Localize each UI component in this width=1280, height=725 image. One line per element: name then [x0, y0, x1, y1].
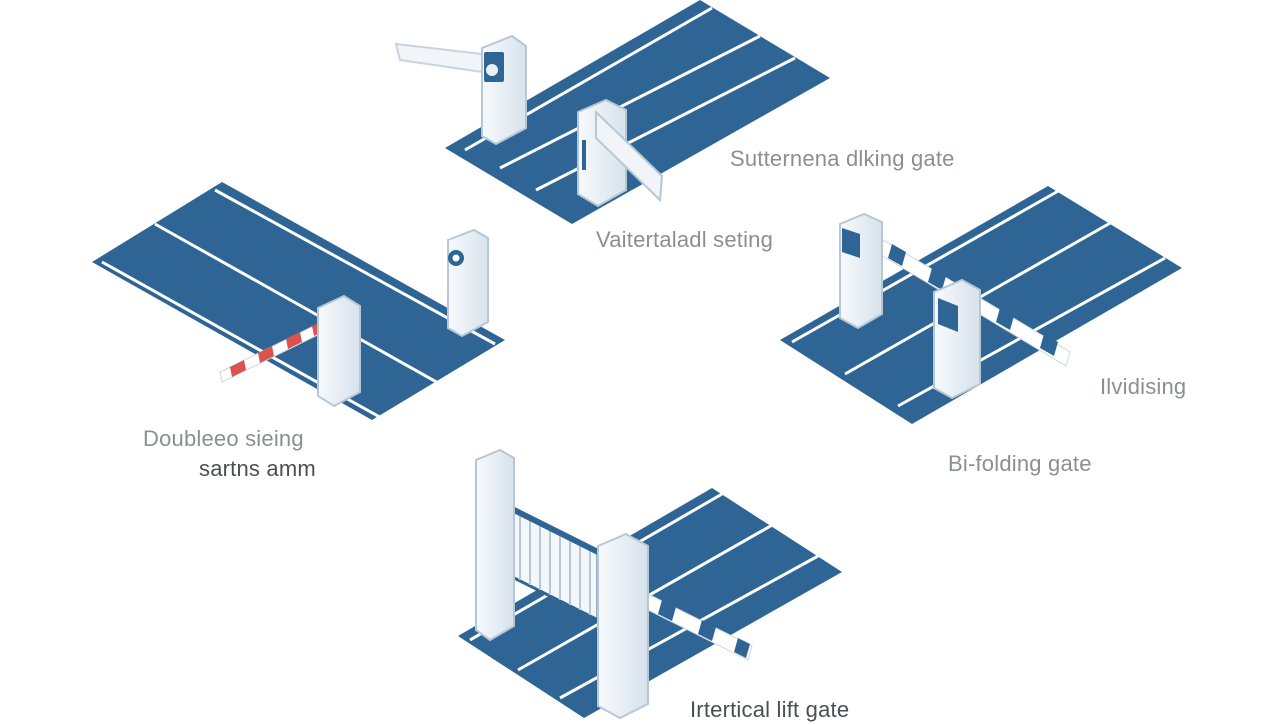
- swing-post-left: [481, 34, 527, 146]
- label-vertical-lift-gate: Irtertical lift gate: [690, 697, 850, 722]
- label-folding-small: Ilvidising: [1100, 374, 1187, 399]
- swing-arm: [394, 42, 483, 74]
- label-sliding-gate: Sutternena dlking gate: [730, 146, 955, 171]
- road-top: [445, 0, 830, 224]
- post-left-back: [447, 228, 489, 338]
- folding-post-front: [933, 278, 981, 400]
- vertical-lift-gate-illustration: [458, 448, 842, 720]
- swing-post-right: [577, 98, 664, 208]
- road-left: [92, 182, 505, 420]
- label-bi-folding-gate: Bi-folding gate: [948, 451, 1092, 476]
- double-swing-arm-illustration: [92, 182, 505, 422]
- lift-post-left: [475, 448, 515, 642]
- label-swing-gate: Vaitertaladl seting: [596, 227, 774, 252]
- lift-post-right: [597, 532, 649, 720]
- bi-folding-gate-illustration: [780, 186, 1182, 424]
- label-double-swing-line1: Doubleeo sieing: [143, 426, 304, 451]
- post-left-front: [317, 294, 361, 408]
- lift-barrier-arm: [635, 589, 753, 661]
- folding-post-back: [839, 212, 883, 330]
- swing-gate-illustration: [394, 0, 830, 224]
- label-double-swing-line2: sartns amm: [199, 456, 316, 481]
